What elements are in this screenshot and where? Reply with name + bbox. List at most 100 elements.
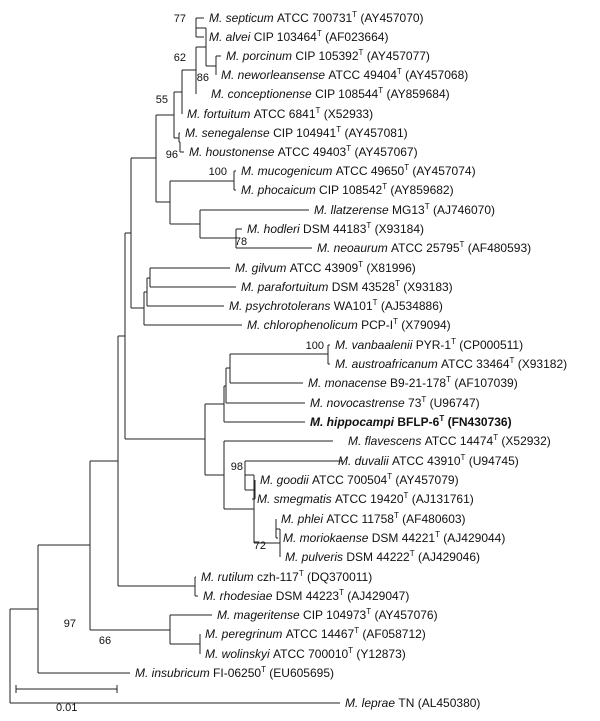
type-strain-marker: T — [446, 375, 451, 384]
taxon-label: M. conceptionense CIP 108544T (AY859684) — [211, 86, 450, 101]
accession-number: (AY457077) — [363, 49, 430, 63]
strain-id: DSM 43528 — [332, 280, 396, 294]
accession-number: (AF480603) — [399, 512, 466, 526]
species-name: M. smegmatis — [257, 492, 335, 506]
strain-id: ATCC 6841 — [254, 107, 316, 121]
accession-number: (AF480593) — [464, 241, 531, 255]
species-name: M. duvalii — [338, 454, 392, 468]
accession-number: (AY457070) — [357, 11, 424, 25]
type-strain-marker: T — [352, 10, 357, 19]
tree-branches — [9, 17, 343, 704]
type-strain-marker: T — [378, 86, 383, 95]
species-name: M. mageritense — [217, 608, 303, 622]
type-strain-marker: T — [394, 511, 399, 520]
taxon-label: M. rutilum czh-117T (DQ370011) — [201, 569, 372, 584]
taxon-label: M. neoaurum ATCC 25795T (AF480593) — [317, 240, 531, 255]
accession-number: (AY457076) — [371, 608, 438, 622]
strain-id: DSM 44223 — [276, 589, 340, 603]
type-strain-marker: T — [358, 260, 363, 269]
bootstrap-value: 72 — [254, 540, 266, 552]
strain-id: CIP 108544 — [315, 87, 378, 101]
strain-id: MG13 — [392, 203, 425, 217]
species-name: M. hodleri — [247, 222, 303, 236]
taxon-label: M. moriokaense DSM 44221T (AJ429044) — [283, 530, 505, 545]
accession-number: (X93184) — [371, 222, 424, 236]
species-name: M. rhodesiae — [203, 589, 276, 603]
taxon-label: M. austroafricanum ATCC 33464T (X93182) — [335, 356, 567, 371]
species-name: M. leprae — [345, 696, 398, 710]
accession-number: (CP000511) — [456, 338, 523, 352]
strain-id: 73 — [408, 396, 422, 410]
species-name: M. neoaurum — [317, 241, 391, 255]
species-name: M. flavescens — [348, 434, 425, 448]
species-name: M. austroafricanum — [335, 357, 441, 371]
accession-number: (DQ370011) — [304, 570, 372, 584]
type-strain-marker: T — [461, 453, 466, 462]
accession-number: (U96747) — [426, 396, 479, 410]
accession-number: (EU605695) — [266, 666, 334, 680]
species-name: M. hippocampi — [310, 415, 397, 429]
accession-number: (AF023664) — [322, 30, 389, 44]
accession-number: (AY859682) — [387, 183, 454, 197]
accession-number: (AY457068) — [402, 68, 469, 82]
strain-id: ATCC 49650 — [336, 164, 405, 178]
type-strain-marker: T — [366, 221, 371, 230]
type-strain-marker: T — [439, 414, 444, 423]
type-strain-marker: T — [261, 665, 266, 674]
taxon-label: M. fortuitum ATCC 6841T (X52933) — [187, 106, 373, 121]
type-strain-marker: T — [404, 491, 409, 500]
taxon-label: M. vanbaalenii PYR-1T (CP000511) — [335, 337, 523, 352]
strain-id: FI-06250 — [213, 666, 261, 680]
accession-number: (X93183) — [400, 280, 453, 294]
species-name: M. gilvum — [235, 261, 290, 275]
strain-id: ATCC 49403 — [278, 145, 347, 159]
species-name: M. parafortuitum — [241, 280, 332, 294]
species-name: M. neworleansense — [221, 68, 328, 82]
bootstrap-value: 100 — [209, 166, 227, 178]
type-strain-marker: T — [395, 279, 400, 288]
scale-bar: 0.01 — [15, 685, 118, 714]
type-strain-marker: T — [382, 182, 387, 191]
type-strain-marker: T — [451, 337, 456, 346]
species-name: M. fortuitum — [187, 107, 254, 121]
species-name: M. senegalense — [185, 126, 273, 140]
taxon-label: M. flavescens ATCC 14474T (X52932) — [348, 433, 551, 448]
accession-number: (AL450380) — [414, 696, 480, 710]
type-strain-marker: T — [359, 48, 364, 57]
type-strain-marker: T — [354, 626, 359, 635]
species-name: M. goodii — [260, 473, 312, 487]
taxon-label: M. hippocampi BFLP-6T (FN430736) — [310, 414, 512, 429]
taxon-label: M. phlei ATCC 11758T (AF480603) — [281, 511, 466, 526]
taxon-label: M. hodleri DSM 44183T (X93184) — [247, 221, 424, 236]
species-name: M. phocaicum — [241, 183, 319, 197]
taxon-label: M. monacense B9-21-178T (AF107039) — [308, 375, 518, 390]
accession-number: (X79094) — [398, 318, 451, 332]
type-strain-marker: T — [366, 607, 371, 616]
type-strain-marker: T — [317, 29, 322, 38]
strain-id: ATCC 33464 — [441, 357, 510, 371]
strain-id: BFLP-6 — [397, 415, 439, 429]
strain-id: CIP 104973 — [303, 608, 366, 622]
strain-id: CIP 104941 — [273, 126, 336, 140]
accession-number: (AF058712) — [359, 627, 426, 641]
species-name: M. novocastrense — [310, 396, 408, 410]
taxon-label: M. senegalense CIP 104941T (AY457081) — [185, 125, 408, 140]
accession-number: (AJ534886) — [378, 299, 443, 313]
type-strain-marker: T — [316, 106, 321, 115]
taxon-label: M. alvei CIP 103464T (AF023664) — [209, 29, 388, 44]
bootstrap-value: 100 — [306, 340, 324, 352]
species-name: M. pulveris — [285, 550, 346, 564]
species-name: M. septicum — [209, 11, 277, 25]
taxon-label: M. wolinskyi ATCC 700010T (Y12873) — [205, 646, 406, 661]
strain-id: ATCC 19420 — [335, 492, 404, 506]
species-name: M. chlorophenolicum — [247, 318, 361, 332]
type-strain-marker: T — [373, 298, 378, 307]
taxon-label: M. novocastrense 73T (U96747) — [310, 395, 480, 410]
accession-number: (X52933) — [320, 107, 373, 121]
bootstrap-value: 62 — [174, 52, 186, 64]
strain-id: czh-117 — [257, 570, 299, 584]
bootstrap-value: 97 — [64, 618, 76, 630]
type-strain-marker: T — [397, 67, 402, 76]
taxon-label: M. chlorophenolicum PCP-IT (X79094) — [247, 317, 451, 332]
